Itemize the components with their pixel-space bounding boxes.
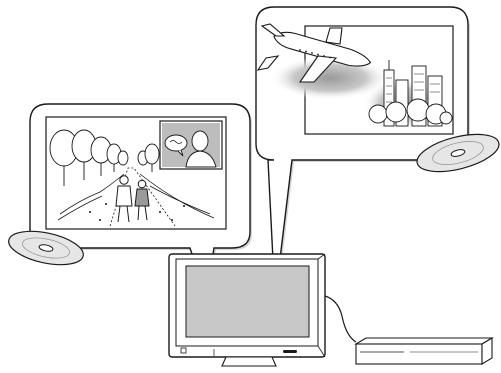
disc-player — [356, 338, 492, 364]
video-call-inset — [160, 121, 222, 169]
tv-stand — [222, 357, 276, 366]
tv-power-button — [181, 348, 186, 353]
tv-sensor — [283, 350, 297, 353]
park-scene — [46, 117, 226, 229]
av-cable — [325, 296, 356, 342]
television — [169, 254, 325, 366]
